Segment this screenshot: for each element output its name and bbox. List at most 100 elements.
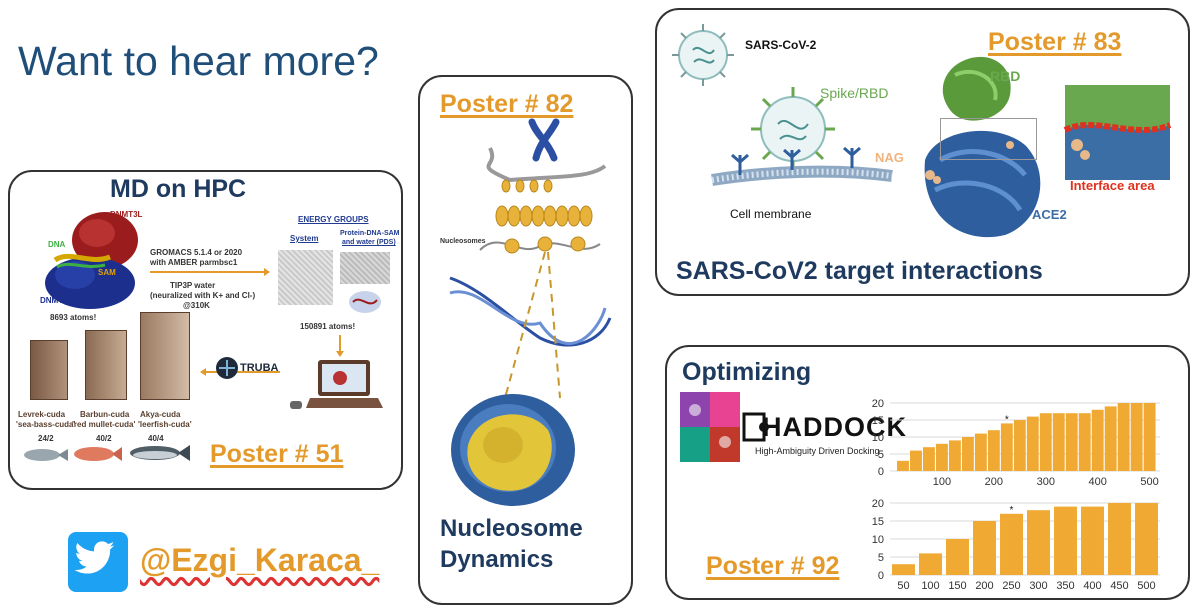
cluster-count-akya: 40/4	[148, 434, 164, 443]
poster-92-link[interactable]: Poster # 92	[706, 552, 840, 580]
twitter-icon[interactable]	[68, 532, 128, 592]
dna-label: DNA	[48, 240, 66, 249]
haddock-puzzle-icon	[742, 412, 769, 442]
nucleosome-title-line2: Dynamics	[440, 546, 554, 573]
poster-51-link[interactable]: Poster # 51	[210, 440, 344, 468]
bar	[946, 539, 969, 575]
bar	[961, 437, 974, 471]
bar	[892, 564, 915, 575]
rbd-label: RBD	[990, 68, 1021, 84]
y-tick-label: 15	[872, 516, 884, 528]
bar-marker: *	[1010, 505, 1014, 516]
truba-logo-icon	[216, 357, 238, 379]
twitter-handle[interactable]: @Ezgi_Karaca_	[140, 542, 380, 578]
atoms-small-label: 8693 atoms!	[50, 313, 97, 322]
x-tick-label: 50	[897, 580, 909, 592]
bar	[1091, 409, 1104, 471]
x-tick-label: 400	[1083, 580, 1101, 592]
pds-label-line1: Protein-DNA-SAM	[340, 230, 400, 237]
y-tick-label: 5	[878, 552, 884, 564]
haddock-tagline: High-Ambiguity Driven Docking	[755, 446, 880, 456]
nucleosome-panel	[418, 75, 633, 605]
bar	[1135, 503, 1158, 575]
chromosome-to-dna-illustration	[449, 118, 612, 399]
x-tick-label: 450	[1110, 580, 1128, 592]
cluster-nick-barbun: 'red mullet-cuda'	[72, 420, 136, 429]
server-tower-akya	[140, 312, 190, 400]
method-line2: with AMBER parmbsc1	[150, 258, 238, 267]
ace2-label: ACE2	[1032, 207, 1067, 222]
docking-puzzle-image	[680, 392, 740, 462]
sea-bass-fish-icon	[24, 449, 68, 461]
bar	[1081, 506, 1104, 575]
y-tick-label: 0	[878, 466, 884, 478]
x-tick-label: 100	[933, 476, 951, 488]
dnmt3l-label: DNMT3L	[110, 210, 143, 219]
membrane-label: Cell membrane	[730, 207, 812, 221]
md-panel	[8, 170, 403, 490]
cluster-count-levrek: 24/2	[38, 434, 54, 443]
nucleosomes-label: Nucleosomes	[440, 238, 486, 245]
sars-virus-label: SARS-CoV-2	[745, 38, 817, 52]
arrow-down-icon	[336, 335, 344, 357]
rbd-ace2-structure-image	[924, 56, 1041, 238]
spike-label: Spike/RBD	[820, 85, 889, 101]
cluster-nick-levrek: 'sea-bass-cuda'	[16, 420, 76, 429]
x-tick-label: 400	[1089, 476, 1107, 488]
bar	[1143, 403, 1156, 471]
bar	[973, 521, 996, 575]
bar-marker: *	[1005, 414, 1009, 425]
x-tick-label: 500	[1140, 476, 1158, 488]
water-line1: TIP3P water	[170, 281, 216, 290]
bar	[948, 440, 961, 471]
truba-label: TRUBA	[240, 362, 279, 374]
cluster-count-barbun: 40/2	[96, 434, 112, 443]
nag-label: NAG	[875, 150, 904, 165]
bar	[923, 447, 935, 471]
poster-82-link[interactable]: Poster # 82	[440, 90, 574, 118]
x-tick-label: 300	[1037, 476, 1055, 488]
poster-83-link[interactable]: Poster # 83	[988, 28, 1122, 56]
arrow-right-icon	[150, 268, 270, 276]
x-tick-label: 300	[1029, 580, 1047, 592]
bar	[974, 433, 987, 471]
y-tick-label: 10	[872, 432, 884, 444]
bar	[910, 450, 922, 471]
bar	[1130, 403, 1143, 471]
y-tick-label: 15	[872, 415, 884, 427]
water-line2: (neuralized with K+ and Cl-)	[150, 291, 256, 300]
optimizing-title: Optimizing	[682, 358, 812, 386]
x-tick-label: 100	[921, 580, 939, 592]
system-label: System	[290, 234, 319, 243]
interface-zoom-image	[1063, 85, 1172, 180]
bar	[1078, 413, 1091, 471]
nucleosome-title-line1: Nucleosome	[440, 515, 583, 542]
bar	[1000, 423, 1013, 471]
bar	[1039, 413, 1052, 471]
bar	[987, 430, 1000, 471]
laptop-icon	[290, 360, 383, 409]
y-tick-label: 20	[872, 498, 884, 510]
server-tower-levrek	[30, 340, 68, 400]
pds-molecule-image	[349, 291, 381, 313]
water-box-pds-image	[340, 252, 390, 284]
dnmt-protein-image	[45, 212, 138, 309]
pds-label-line2: and water (PDS)	[342, 239, 396, 246]
x-tick-label: 350	[1056, 580, 1074, 592]
sam-label: SAM	[98, 268, 116, 277]
bar	[1104, 406, 1117, 471]
sars-panel-title: SARS-CoV2 target interactions	[676, 257, 1043, 285]
cluster-name-barbun: Barbun-cuda	[80, 410, 130, 419]
red-mullet-fish-icon	[74, 447, 122, 461]
slide-title: Want to hear more?	[18, 38, 379, 84]
cluster-nick-akya: 'leerfish-cuda'	[138, 420, 192, 429]
cluster-name-akya: Akya-cuda	[140, 410, 181, 419]
x-tick-label: 250	[1002, 580, 1020, 592]
bar	[1013, 420, 1026, 471]
bar	[935, 443, 948, 471]
zoom-box	[940, 118, 1037, 160]
nucleosome-structure-image	[451, 394, 575, 506]
cell-membrane-icon	[711, 146, 893, 186]
y-tick-label: 0	[878, 570, 884, 582]
